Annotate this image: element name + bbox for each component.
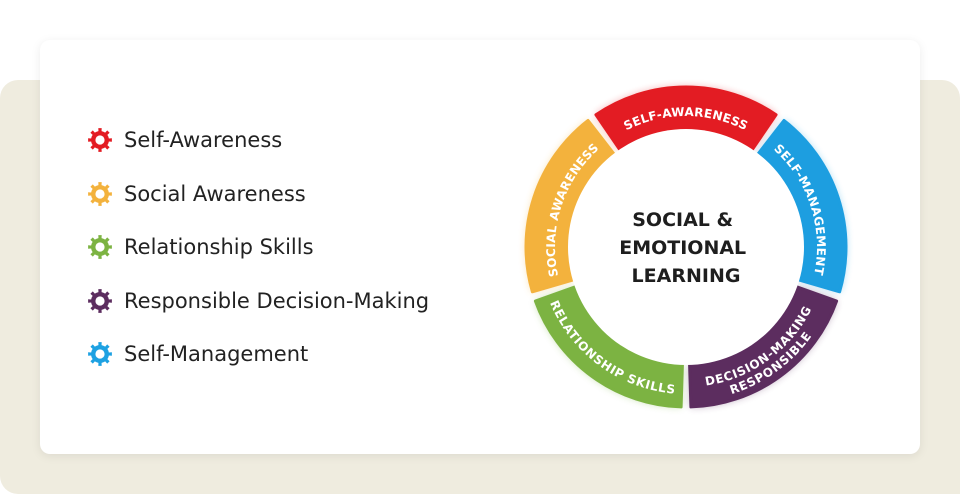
gear-hole — [95, 296, 105, 306]
center-title-line: LEARNING — [632, 265, 741, 287]
legend-item-responsible-decision-making: Responsible Decision-Making — [86, 283, 429, 319]
gear-hole — [95, 135, 105, 145]
legend-item-self-management: Self-Management — [86, 336, 429, 372]
legend-label: Self-Awareness — [124, 128, 283, 152]
gear-icon — [88, 128, 112, 152]
gear-icon — [88, 288, 112, 313]
legend-label: Social Awareness — [124, 181, 306, 206]
gear-icon — [88, 181, 112, 206]
wheel-center — [568, 129, 804, 365]
gear-hole — [95, 242, 105, 252]
legend-label: Self-Management — [124, 342, 309, 367]
wheel-center-title: SOCIAL & EMOTIONAL LEARNING — [619, 209, 753, 287]
gear-icon — [88, 342, 112, 367]
legend-label: Responsible Decision-Making — [124, 288, 430, 313]
center-title-line: SOCIAL & — [632, 209, 733, 231]
legend-label: Relationship Skills — [124, 235, 314, 260]
gear-hole — [95, 188, 105, 199]
legend-item-relationship-skills: Relationship Skills — [86, 229, 429, 265]
legend-item-self-awareness: Self-Awareness — [86, 122, 429, 158]
sel-competencies-legend: Self-Awareness Social Awareness Relation… — [86, 122, 429, 390]
gear-hole — [95, 349, 105, 359]
legend-item-social-awareness: Social Awareness — [86, 176, 429, 212]
center-title-line: EMOTIONAL — [619, 237, 746, 259]
gear-icon — [88, 235, 112, 260]
